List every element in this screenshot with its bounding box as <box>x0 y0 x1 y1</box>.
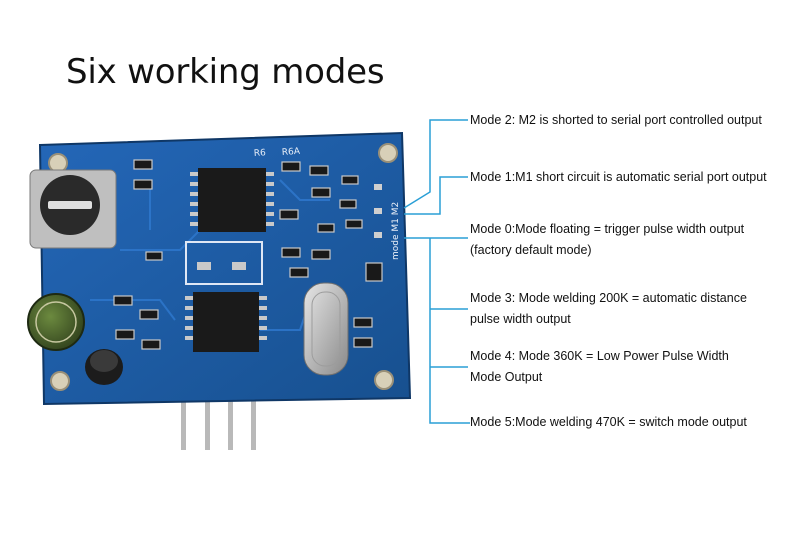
mode-1-label: Mode 1:M1 short circuit is automatic ser… <box>470 167 767 188</box>
mode-0-line-2: (factory default mode) <box>470 243 592 257</box>
ic-chip-top <box>190 168 274 232</box>
mode-1-line-1: Mode 1:M1 short circuit is automatic ser… <box>470 170 767 184</box>
crystal-oscillator <box>303 282 349 376</box>
mode-2-line-1: Mode 2: M2 is shorted to serial port con… <box>470 113 762 127</box>
mode-4-line-1: Mode 4: Mode 360K = Low Power Pulse Widt… <box>470 349 729 363</box>
mode-3-line-1: Mode 3: Mode welding 200K = automatic di… <box>470 291 747 305</box>
potentiometer <box>29 169 117 249</box>
mode-0-label: Mode 0:Mode floating = trigger pulse wid… <box>470 219 744 261</box>
mode-0-line-1: Mode 0:Mode floating = trigger pulse wid… <box>470 222 745 236</box>
mode-4-label: Mode 4: Mode 360K = Low Power Pulse Widt… <box>470 346 729 388</box>
mounting-holes <box>48 143 398 391</box>
mode-pads <box>374 184 382 238</box>
silkscreen-r6: R6 <box>254 148 267 159</box>
silkscreen-mode: mode M1 M2 <box>391 202 401 260</box>
jumper-outline <box>185 241 263 285</box>
silkscreen-r6a: R6A <box>282 147 302 158</box>
mode-5-label: Mode 5:Mode welding 470K = switch mode o… <box>470 412 747 433</box>
capacitor <box>27 293 85 351</box>
inductor <box>85 349 123 385</box>
smd-components <box>113 159 383 350</box>
ic-chip-bottom <box>185 292 267 352</box>
mode-3-label: Mode 3: Mode welding 200K = automatic di… <box>470 288 747 330</box>
mode-2-label: Mode 2: M2 is shorted to serial port con… <box>470 110 762 131</box>
page-title: Six working modes <box>66 52 385 92</box>
mode-5-line-1: Mode 5:Mode welding 470K = switch mode o… <box>470 415 747 429</box>
mode-4-line-2: Mode Output <box>470 370 543 384</box>
mode-3-line-2: pulse width output <box>470 312 571 326</box>
